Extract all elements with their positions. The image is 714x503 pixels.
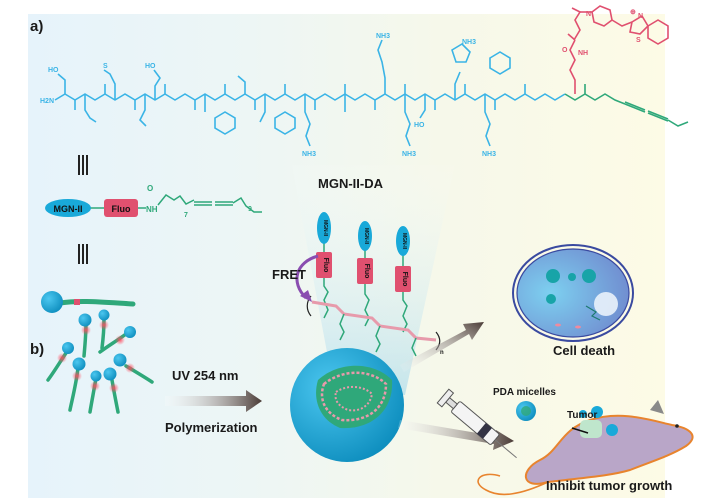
schematic-molecule [45, 194, 262, 217]
monomer [88, 370, 102, 414]
schematic-sub-9: 9 [248, 206, 252, 213]
fret-label: FRET [272, 267, 306, 282]
monomer [98, 326, 136, 354]
fret-arrowhead [300, 290, 312, 302]
polymer-units [306, 212, 441, 357]
tumor-label: Tumor [567, 410, 598, 421]
ammonium-label-5: NH3 [462, 39, 476, 46]
diacetylene-tail [564, 84, 689, 127]
monomer [78, 313, 92, 358]
monomer [68, 357, 86, 412]
polymer-unit [316, 212, 332, 319]
pda-micelle [290, 348, 404, 462]
polymer-head-label-1: MGN-II [322, 220, 328, 237]
monomer [113, 353, 154, 384]
amphiphile-cartoon [41, 291, 136, 313]
equivalence-symbol-1 [78, 155, 88, 175]
fluorophore-structure [567, 5, 669, 94]
schematic-nh-label: NH [146, 205, 158, 214]
panel-a-label: a) [30, 18, 44, 35]
fluo-linker-shape [104, 199, 138, 217]
monomer [98, 309, 110, 350]
syringe-icon [436, 388, 517, 459]
polymer-linker-label-3: Fluo [401, 272, 408, 287]
fluoro-o-label: O [562, 47, 568, 54]
mgn-head-shape [45, 199, 91, 217]
hydroxyl-label: HO [48, 67, 59, 74]
polymer-head-label-2: MGN-II [363, 228, 369, 245]
peptide-atom-labels: H2N HO HO S NH3 NH3 NH3 NH3 NH3 HO [40, 33, 496, 158]
monomer [46, 342, 74, 382]
arrow-to-mouse [398, 420, 514, 450]
cell-death-label: Cell death [553, 343, 616, 358]
molecule-title: MGN-II-DA [318, 176, 383, 191]
schematic-o-label: O [147, 184, 153, 193]
polymerization-label: Polymerization [165, 420, 258, 435]
fluoro-charge-label: ⊕ [630, 9, 636, 16]
polymer-head-label-3: MGN-II [401, 233, 407, 250]
ammonium-label-4: NH3 [376, 33, 390, 40]
polymerization-arrow [165, 390, 262, 412]
polymer-linker-label-2: Fluo [363, 264, 370, 279]
polymer-linker-label-1: Fluo [322, 258, 329, 273]
schematic-head-label: MGN-II [54, 204, 83, 214]
equivalence-symbol-2 [78, 244, 88, 264]
sulfur-label: S [103, 63, 108, 70]
fluorophore-atom-labels: NH O N N S ⊕ [562, 9, 643, 57]
monomer [103, 367, 120, 414]
fluoro-s-label: S [636, 37, 641, 44]
schematic-sub-7: 7 [184, 212, 188, 219]
ammonium-label-3: NH3 [482, 151, 496, 158]
panel-b-label: b) [30, 341, 45, 358]
ammonium-label-2: NH3 [402, 151, 416, 158]
fluoro-n2-label: N [638, 13, 643, 20]
cell-illustration [512, 244, 634, 342]
inhibit-tumor-label: Inhibit tumor growth [546, 478, 673, 493]
pda-micelles-label: PDA micelles [493, 387, 556, 398]
amine-terminus-label: H2N [40, 98, 54, 105]
hydroxyl-label-2: HO [414, 122, 425, 129]
polymer-unit [395, 226, 411, 333]
monomer-cluster [46, 309, 154, 414]
mouse-illustration [477, 400, 694, 496]
uv-label: UV 254 nm [172, 368, 239, 383]
peptide-backbone [54, 39, 566, 147]
schematic-linker-label: Fluo [112, 204, 131, 214]
fret-arrow [295, 254, 319, 300]
fluoro-nh-label: NH [578, 50, 588, 57]
acid-label: HO [145, 63, 156, 70]
fluoro-n-label: N [586, 11, 591, 18]
ammonium-label-1: NH3 [302, 151, 316, 158]
arrow-to-cell [400, 322, 484, 372]
polymer-unit [357, 221, 373, 327]
polymer-repeat-n: n [440, 350, 444, 356]
